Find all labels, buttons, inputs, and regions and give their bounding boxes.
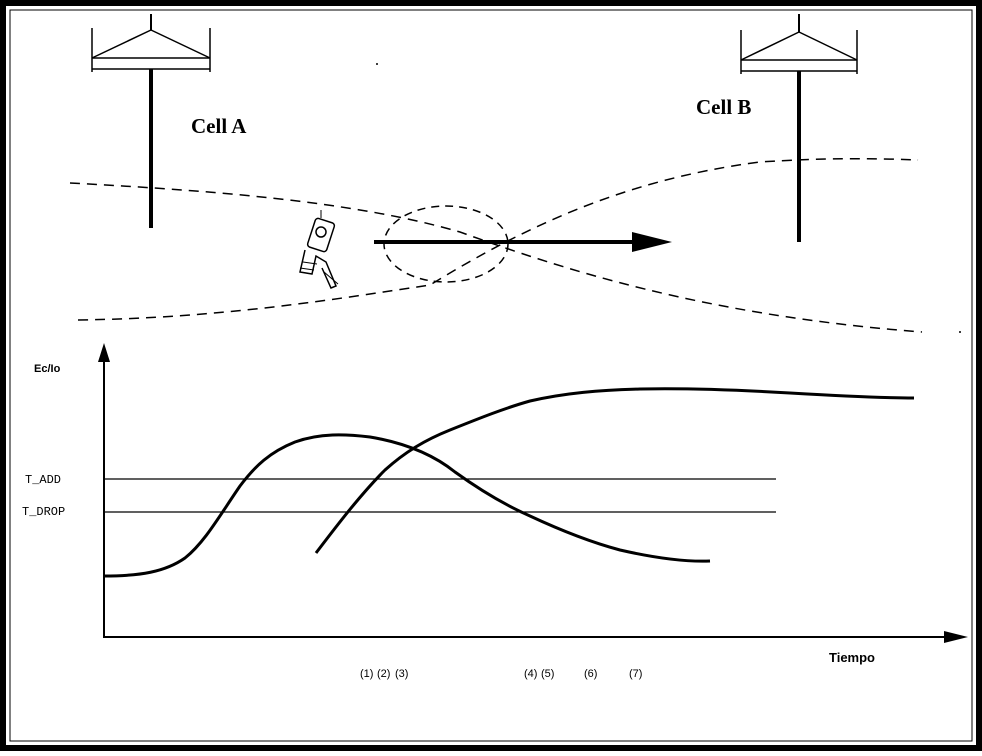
cell-a-coverage-boundary [69,182,923,333]
event-label-5: (5) [541,668,554,680]
event-label-7: (7) [629,668,642,680]
mobile-user-icon [299,210,339,289]
cell-b-pilot-curve [314,387,915,554]
cell-a-label: Cell A [191,114,247,138]
t-add-label: T_ADD [25,473,61,487]
cell-a-antenna-icon [91,14,211,228]
speck-dot [959,331,961,333]
movement-arrow-icon [374,232,672,252]
inner-border [9,9,973,742]
cell-b-label: Cell B [696,95,751,119]
cell-a-pilot-curve [103,433,711,578]
y-axis-label: Ec/Io [34,363,61,375]
x-axis [104,631,968,643]
x-axis-label: Tiempo [829,650,875,665]
event-label-1: (1) [360,668,373,680]
event-label-3: (3) [395,668,408,680]
event-label-4: (4) [524,668,537,680]
cell-b-coverage-boundary [77,157,919,321]
y-axis [98,343,110,638]
event-label-6: (6) [584,668,597,680]
cell-b-antenna-icon [740,14,858,242]
speck-dot [376,63,378,65]
t-drop-label: T_DROP [22,505,65,519]
event-label-2: (2) [377,668,390,680]
